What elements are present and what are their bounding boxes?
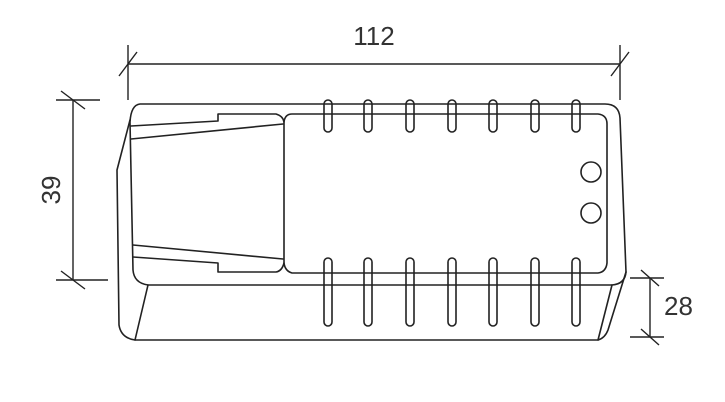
dimension-height: 28 <box>630 269 693 346</box>
housing <box>116 103 627 341</box>
cooling-fin <box>323 99 333 133</box>
dimension-length: 112 <box>118 21 630 100</box>
cooling-fin <box>488 99 498 133</box>
cooling-fin <box>323 257 333 327</box>
dimension-length-label: 112 <box>353 21 394 51</box>
mounting-hole <box>580 161 602 183</box>
cooling-fin <box>488 257 498 327</box>
cooling-fin <box>530 99 540 133</box>
cooling-fin <box>530 257 540 327</box>
cooling-fins <box>323 99 581 327</box>
cooling-fin <box>571 99 581 133</box>
cooling-fin <box>405 257 415 327</box>
dimension-width: 39 <box>36 90 108 290</box>
cooling-fin <box>363 99 373 133</box>
cooling-fin <box>405 99 415 133</box>
dimension-width-label: 39 <box>36 176 66 205</box>
cooling-fin <box>363 257 373 327</box>
dimension-height-label: 28 <box>664 291 693 321</box>
mounting-hole <box>580 202 602 224</box>
cooling-fin <box>571 257 581 327</box>
cooling-fin <box>447 99 457 133</box>
cooling-fin <box>447 257 457 327</box>
